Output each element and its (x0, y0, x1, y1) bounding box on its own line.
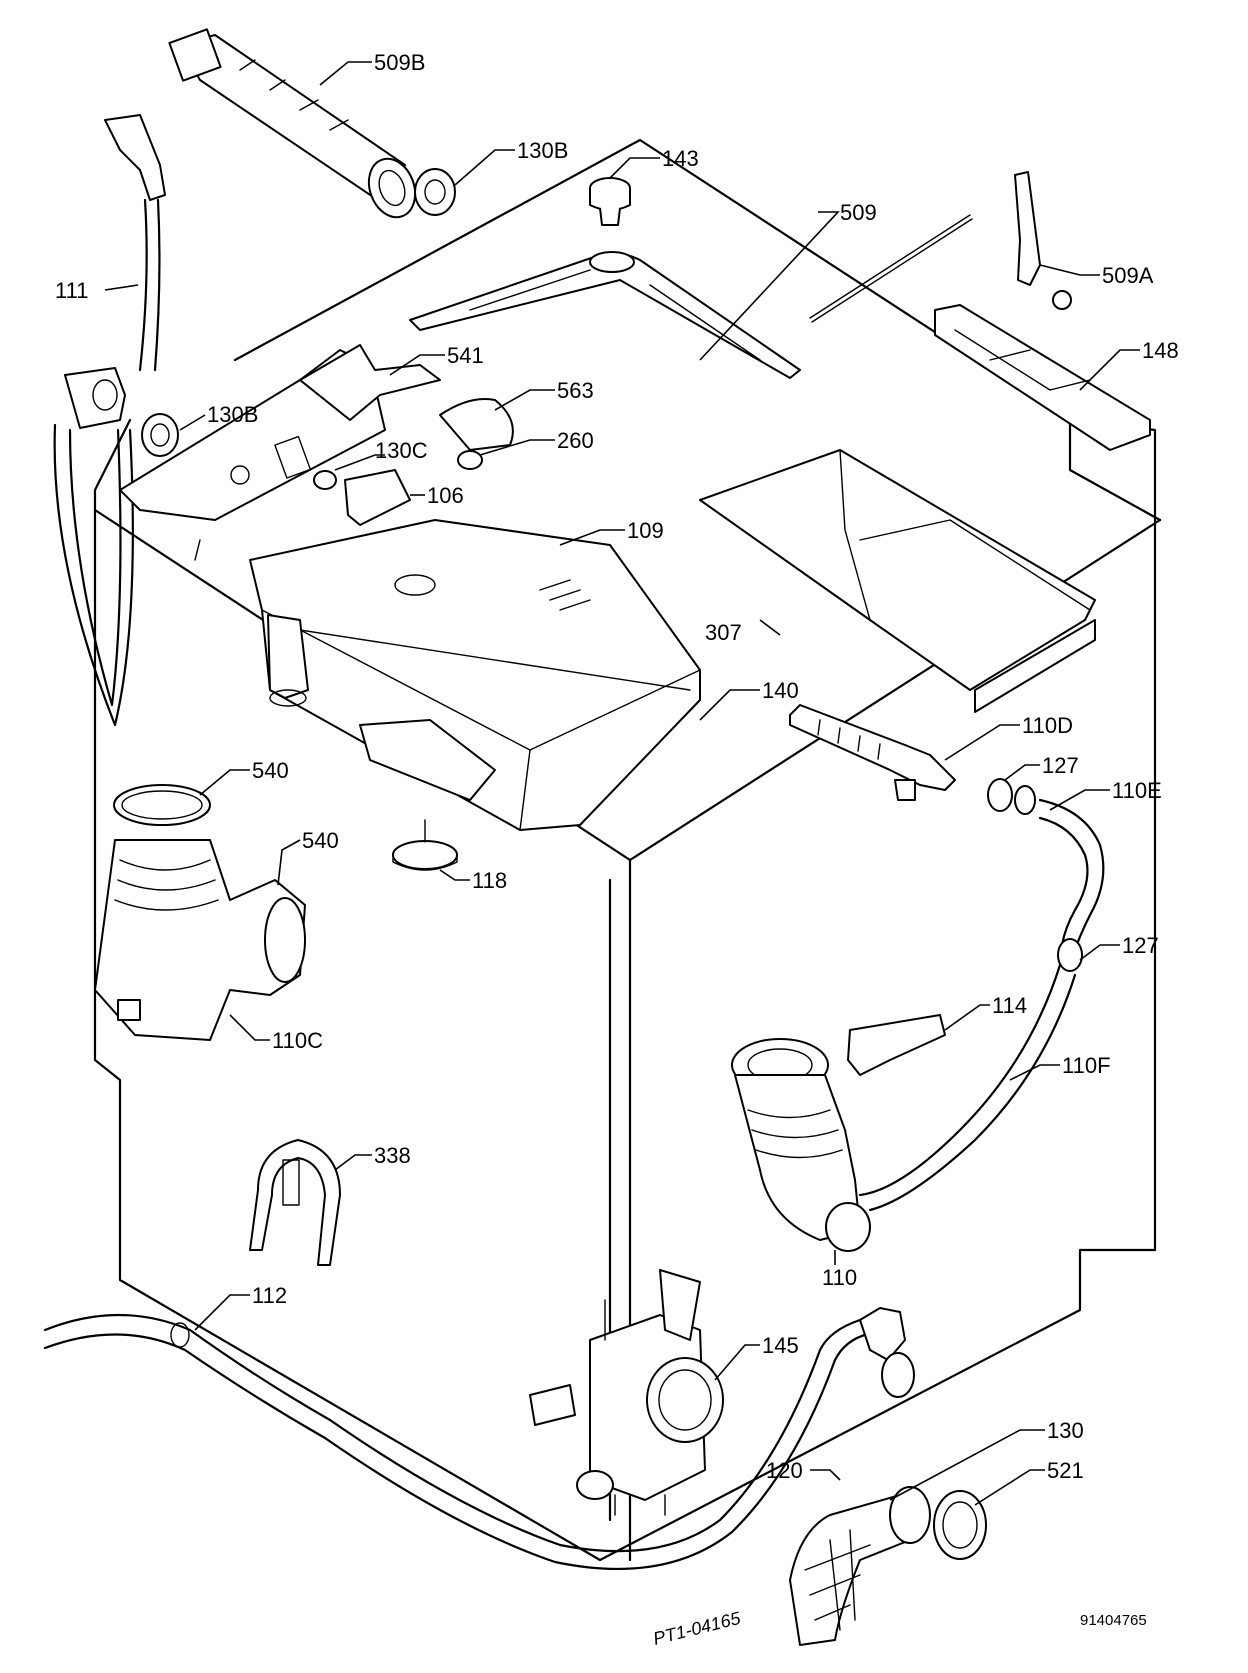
part-120-filter (789, 1494, 911, 1646)
label-145: 145 (762, 1333, 799, 1358)
part-307-drawer (699, 449, 1096, 713)
part-140-tray (359, 719, 496, 801)
part-127-clip-bottom (1057, 938, 1083, 972)
label-541: 541 (447, 343, 484, 368)
label-118: 118 (472, 868, 507, 893)
label-110e: 110E (1112, 778, 1162, 803)
handwritten-drawing-code: PT1-04165 (651, 1608, 743, 1649)
label-127-bottom: 127 (1122, 933, 1159, 958)
part-541-valve-bracket (119, 344, 441, 521)
label-110d: 110D (1022, 713, 1073, 738)
label-540-a: 540 (252, 758, 289, 783)
label-509: 509 (840, 200, 877, 225)
part-111-inlet-hose (53, 114, 166, 727)
label-338: 338 (374, 1143, 411, 1168)
label-509a: 509A (1102, 263, 1154, 288)
label-563: 563 (557, 378, 594, 403)
part-338-clip (249, 1139, 341, 1266)
part-130-seal (889, 1486, 931, 1544)
part-130b-nut-mid (141, 413, 179, 457)
part-148-bracket (934, 304, 1151, 451)
part-labels: 509B 130B 143 509 509A 111 541 563 260 1… (55, 50, 1179, 1483)
label-540-b: 540 (302, 828, 339, 853)
part-118-gear (392, 819, 458, 871)
part-110-sump-hose (731, 1038, 871, 1252)
part-110c-sump (94, 839, 306, 1041)
label-110c: 110C (272, 1028, 323, 1053)
label-120: 120 (766, 1458, 803, 1483)
label-140: 140 (762, 678, 799, 703)
part-114-fitting (847, 1014, 946, 1076)
part-509a-rod (809, 171, 1072, 323)
part-110d-connector (789, 704, 956, 801)
part-143-knob (589, 177, 631, 226)
label-130: 130 (1047, 1418, 1084, 1443)
label-148: 148 (1142, 338, 1179, 363)
leader-lines (104, 61, 1140, 1506)
label-111: 111 (55, 278, 88, 303)
part-127-clip-top (987, 778, 1036, 815)
part-110f-hose (858, 963, 1077, 1212)
label-130b-mid: 130B (207, 402, 258, 427)
part-145-pump (529, 1269, 724, 1516)
label-509b: 509B (374, 50, 425, 75)
part-521-cap (933, 1490, 987, 1560)
label-110: 110 (822, 1265, 857, 1290)
part-130c-clip (313, 470, 337, 490)
label-112: 112 (252, 1283, 287, 1308)
part-540-clamp (113, 784, 211, 826)
label-130b-top: 130B (517, 138, 568, 163)
part-130b-nut-top (414, 168, 456, 216)
label-260: 260 (557, 428, 594, 453)
part-110e-hose (1038, 798, 1105, 952)
label-106: 106 (427, 483, 464, 508)
part-509-y-pipe (409, 251, 801, 379)
part-112-drain-hose (43, 1307, 915, 1571)
part-260-spring (457, 450, 483, 470)
label-307: 307 (705, 620, 742, 645)
part-563-flap (439, 398, 514, 451)
label-110f: 110F (1062, 1053, 1111, 1078)
label-109: 109 (627, 518, 664, 543)
part-509b-inlet-pipe (168, 28, 417, 219)
catalog-number: 91404765 (1080, 1612, 1147, 1629)
label-521: 521 (1047, 1458, 1084, 1483)
label-127-top: 127 (1042, 753, 1079, 778)
label-130c: 130C (375, 438, 428, 463)
label-143: 143 (662, 146, 699, 171)
part-106-solenoid (344, 469, 411, 526)
part-109-dispenser-housing (249, 519, 701, 831)
label-114: 114 (992, 993, 1027, 1018)
